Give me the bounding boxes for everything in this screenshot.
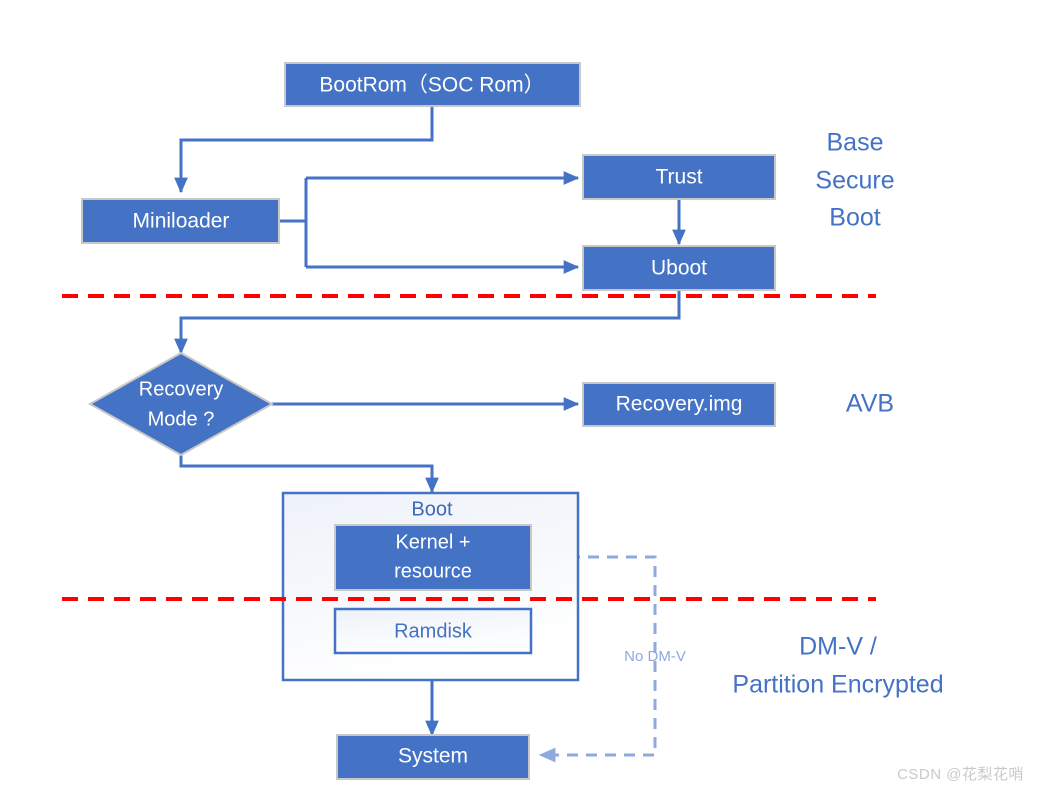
node-recovery-img[interactable]: Recovery.img — [582, 382, 776, 427]
side-label-base-secure-boot-line2: Secure — [815, 167, 894, 195]
csdn-watermark: CSDN @花梨花哨 — [897, 766, 1024, 783]
node-miniloader[interactable]: Miniloader — [81, 198, 280, 244]
node-ramdisk[interactable]: Ramdisk — [333, 607, 533, 655]
node-recovery-img-label: Recovery.img — [616, 393, 743, 416]
side-label-dmv-partition: DM-V / Partition Encrypted — [732, 633, 943, 699]
node-recovery-mode-label-line2: Mode ? — [148, 408, 215, 430]
side-label-avb: AVB — [846, 390, 894, 418]
side-label-dmv-partition-line2: Partition Encrypted — [732, 671, 943, 699]
edge-uboot-to-recovery-mode — [174, 290, 681, 355]
node-bootrom[interactable]: BootRom（SOC Rom） — [284, 62, 581, 107]
side-label-base-secure-boot: Base Secure Boot — [815, 129, 894, 232]
node-trust-label: Trust — [655, 166, 702, 189]
node-system[interactable]: System — [336, 734, 530, 780]
edge-bootrom-to-miniloader — [174, 106, 434, 194]
node-recovery-mode-label-line1: Recovery — [139, 378, 223, 400]
side-label-dmv-partition-line1: DM-V / — [799, 633, 877, 661]
node-kernel-resource-label-line2: resource — [394, 560, 472, 582]
node-bootrom-label: BootRom（SOC Rom） — [319, 74, 544, 97]
connectors — [174, 106, 686, 737]
side-label-avb-line1: AVB — [846, 390, 894, 418]
boot-group-label: Boot — [411, 498, 453, 520]
node-kernel-resource-label-line1: Kernel + — [395, 531, 470, 553]
node-recovery-mode[interactable]: Recovery Mode ? — [87, 351, 275, 457]
node-miniloader-label: Miniloader — [133, 210, 230, 233]
edge-annotation-no-dmv: No DM-V — [624, 648, 686, 665]
side-label-base-secure-boot-line3: Boot — [829, 204, 880, 232]
side-label-base-secure-boot-line1: Base — [827, 129, 884, 157]
edge-kernel-to-system-no-dmv — [531, 555, 657, 763]
edge-recovery-mode-to-boot — [179, 455, 439, 494]
node-system-label: System — [398, 745, 468, 768]
node-uboot[interactable]: Uboot — [582, 245, 776, 291]
node-uboot-label: Uboot — [651, 257, 707, 280]
node-kernel-resource[interactable]: Kernel + resource — [334, 524, 532, 591]
node-ramdisk-label: Ramdisk — [394, 620, 473, 642]
separators — [62, 294, 876, 601]
node-trust[interactable]: Trust — [582, 154, 776, 200]
